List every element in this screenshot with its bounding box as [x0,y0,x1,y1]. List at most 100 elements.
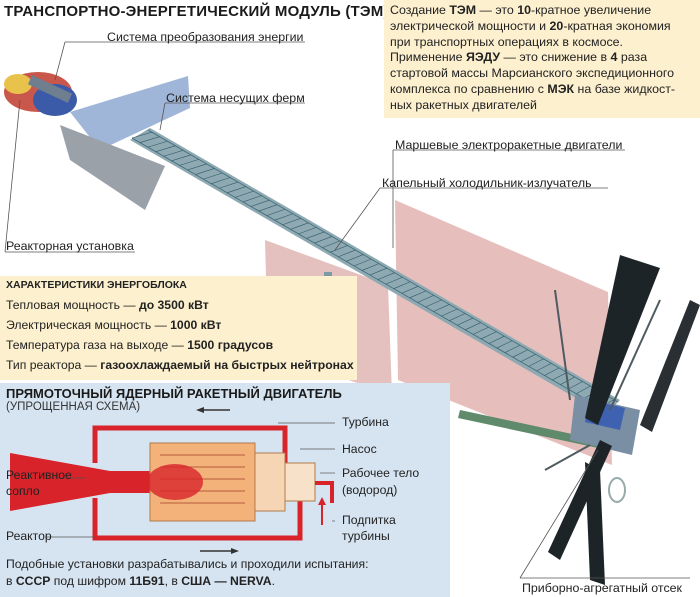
label-reactor-unit: Реакторная установка [6,239,134,253]
truss-strut [171,154,192,162]
truss-strut [306,231,325,239]
note-bold: 11Б91 [129,574,165,588]
label-thrusters: Маршевые электроракетные двигатели [395,138,623,152]
spec-label: Электрическая мощность — [6,318,171,332]
intro-line-1: Создание ТЭМ — это 10-кратное увеличение [390,3,694,19]
truss-strut [203,172,223,180]
spec-row: Тепловая мощность — до 3500 кВт [6,298,209,312]
intro-text: на базе жидкост- [574,81,676,96]
truss-strut [250,199,270,207]
truss-strut [465,322,481,331]
intro-box: Создание ТЭМ — это 10-кратное увеличение… [384,0,700,118]
label-nozzle-1: Реактивное [6,468,72,482]
truss-strut [496,340,513,349]
truss-strut [346,254,364,262]
truss-strut [449,313,466,321]
truss-strut [520,354,536,363]
truss-strut [163,150,184,157]
ring [608,477,626,503]
truss-strut [282,218,301,226]
note-bold: СССР [15,574,51,588]
truss-strut [235,190,254,198]
solar-panel-1 [585,255,660,425]
intro-line-5: стартовой массы Марсианского экспедицион… [390,66,675,81]
note-bold: США — NERVA [181,574,272,588]
spec-row: Тип реактора — газоохлаждаемый на быстры… [6,358,354,372]
label-truss: Система несущих ферм [166,91,305,105]
truss-strut [219,181,239,189]
intro-bold: ТЭМ [449,3,477,17]
intro-bold: 20 [549,18,564,33]
note-text: в [6,574,16,588]
intro-text: -кратное увеличение [531,3,652,17]
truss-strut [338,249,356,258]
truss-strut [258,204,278,212]
label-working-body-1: Рабочее тело [342,466,420,480]
truss-strut [512,349,528,358]
spec-row: Электрическая мощность — 1000 кВт [6,318,221,332]
truss-strut [409,290,427,299]
spec-value: до 3500 кВт [138,298,209,312]
turbine [254,452,286,512]
truss-strut [377,272,395,280]
truss-strut [322,240,340,248]
spec-value: газоохлаждаемый на быстрых нейтронах [100,358,354,372]
intro-bold: 10 [517,3,532,17]
truss-strut [131,131,152,139]
intro-text: электрической мощности и [390,18,550,33]
truss-beam [130,128,620,415]
truss-strut [187,163,207,171]
panel-gray-lower [60,125,165,210]
truss-strut [242,195,262,203]
specs-box: ХАРАКТЕРИСТИКИ ЭНЕРГОБЛОКА Тепловая мощн… [0,276,357,380]
truss-strut [441,308,458,317]
label-turbine-feed-2: турбины [342,529,390,543]
spec-label: Температура газа на выходе — [6,338,188,352]
truss-strut [179,159,199,166]
coolant-loop-lower [92,498,303,541]
truss-strut [433,304,450,312]
solar-panel-3 [640,300,700,432]
intro-line-3: при транспортных операциях в космосе. [390,34,623,49]
truss-strut [568,381,583,390]
label-working-body-2: (водород) [342,483,398,497]
intro-line-2: электрической мощности и 20-кратная экон… [390,19,694,35]
panel-blue-upper [70,76,190,150]
engine-subheading: (УПРОЩЕННАЯ СХЕМА) [6,401,141,413]
spec-label: Тепловая мощность — [6,298,139,312]
truss-strut [155,145,176,152]
intro-line-6: комплекса по сравнению с МЭК на базе жид… [390,82,694,98]
truss-strut [473,326,489,335]
label-turbine: Турбина [342,415,389,429]
truss-strut [330,245,348,253]
truss-strut [536,363,552,372]
truss-strut [195,168,215,175]
label-power-conversion: Система преобразования энергии [107,30,304,44]
truss-strut [354,258,372,267]
reactor-unit [4,72,77,116]
label-pump: Насос [342,442,377,456]
intro-bold: МЭК [547,81,575,96]
truss-strut [314,236,333,244]
truss-strut [393,281,411,289]
truss-strut [139,136,160,143]
coolant-loop [92,425,288,463]
engine-box: ПРЯМОТОЧНЫЙ ЯДЕРНЫЙ РАКЕТНЫЙ ДВИГАТЕЛЬ (… [0,383,450,597]
engine-heading: ПРЯМОТОЧНЫЙ ЯДЕРНЫЙ РАКЕТНЫЙ ДВИГАТЕЛЬ [6,386,342,401]
intro-text: комплекса по сравнению с [390,81,548,96]
label-instrument-bay: Приборно-агрегатный отсек [522,581,682,595]
truss-strut [488,335,505,344]
truss-strut [361,263,380,271]
truss-strut [401,286,419,294]
truss-strut [552,372,568,381]
truss-strut [576,385,591,394]
hydrogen-feed [315,481,334,503]
truss-strut [544,367,560,376]
intro-bold: ЯЭДУ [465,50,501,65]
truss-strut [417,295,434,303]
truss-strut [298,227,317,235]
note-text: . [271,574,275,588]
truss-strut [266,208,286,216]
truss-strut [385,276,403,285]
truss-strut [504,344,521,353]
